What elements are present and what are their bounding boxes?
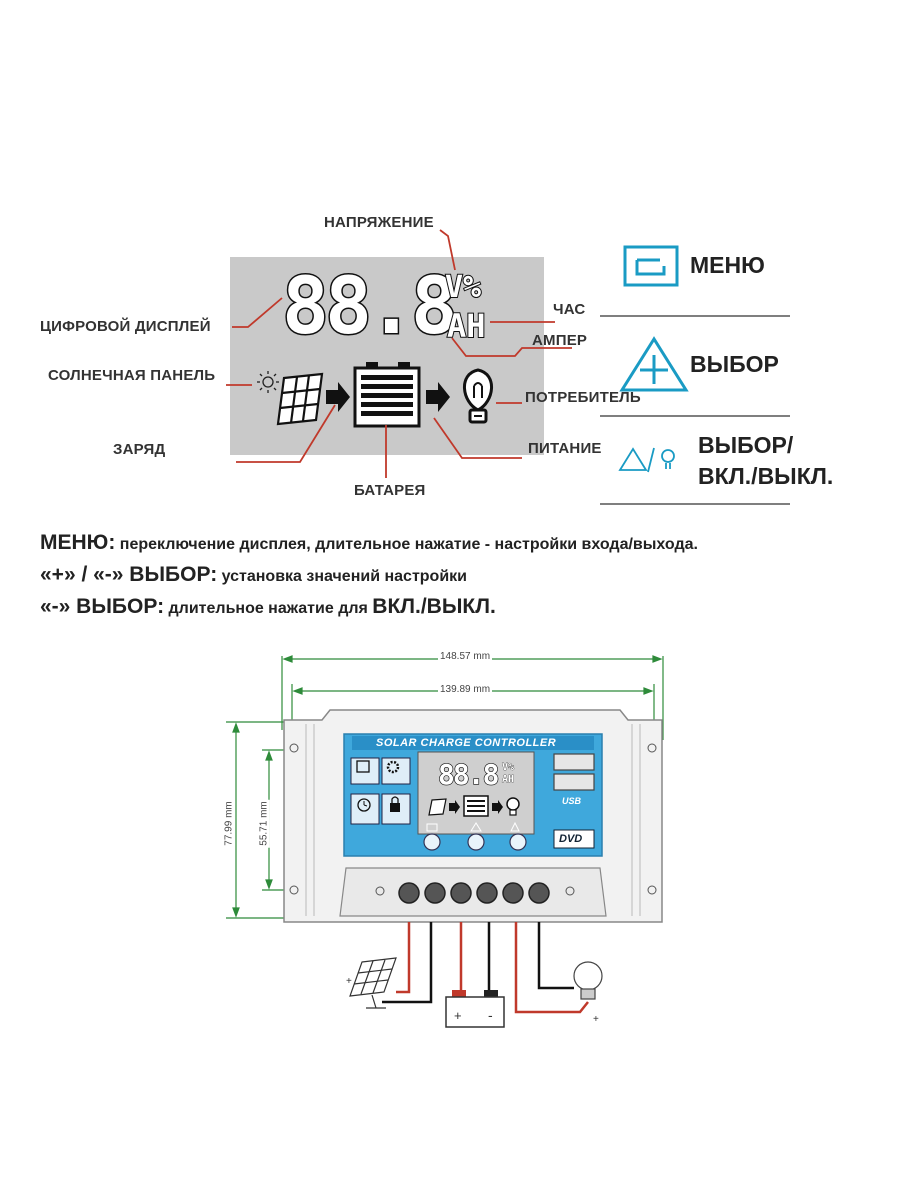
arrow-right-icon [426,382,450,412]
controller-lcd-unit-bottom: AH [502,774,515,786]
controller-title-bar [352,736,594,750]
legend-separators [600,315,790,505]
leader-lines [226,229,572,478]
sun-icon [257,371,279,393]
legend-select-onoff-2: ВКЛ./ВЫКЛ. [698,463,834,489]
label-solar-panel: СОЛНЕЧНАЯ ПАНЕЛЬ [48,367,216,384]
terminal-block [339,867,607,917]
bulb-icon [573,961,603,1000]
bulb-icon [463,368,493,424]
description-line-3: «-» ВЫБОР: длительное нажатие для ВКЛ./В… [40,595,496,619]
select-onoff-icon [618,447,675,473]
description-line-1: МЕНЮ: переключение дисплея, длительное н… [40,531,698,555]
label-consumer: ПОТРЕБИТЕЛЬ [525,389,641,406]
label-ampere: АМПЕР [532,332,588,349]
solar-panel-icon [349,957,397,1009]
controller-mode-icons [350,757,411,825]
controller-buttons [423,821,527,851]
controller-title: SOLAR CHARGE CONTROLLER [376,737,557,749]
description-line-2: «+» / «-» ВЫБОР: установка значений наст… [40,563,467,587]
desc2-key: «+» / «-» ВЫБОР: [40,563,218,586]
solar-panel-icon [276,372,324,426]
label-digital-display: ЦИФРОВОЙ ДИСПЛЕЙ [40,318,211,335]
wires [382,922,589,1014]
legend-menu: МЕНЮ [690,252,765,278]
controller-lcd [417,751,535,835]
label-voltage: НАПРЯЖЕНИЕ [324,214,434,231]
usb-label: USB [562,796,582,806]
battery-icon: + - [445,990,505,1028]
desc3-key: «-» ВЫБОР: [40,595,165,618]
label-charge: ЗАРЯД [113,441,166,458]
controller-drawing: + - + + [226,655,664,1028]
label-power: ПИТАНИЕ [528,440,602,457]
desc3-text: длительное нажатие для [164,600,373,617]
lcd-digits: 88.8 [281,261,460,354]
legend-select-onoff-1: ВЫБОР/ [698,432,794,458]
menu-icon [623,245,679,287]
lcd-unit-top: V% [444,269,482,306]
dimension-inner-width: 139.89 mm [438,684,493,695]
controller-lcd-digits: 88.8 [437,757,500,791]
dimension-inner-height: 55.71 mm [258,799,270,848]
desc2-text: установка значений настройки [217,568,467,585]
top-diagram-graphics [226,229,790,505]
usb-ports [553,753,595,791]
svg-text:+: + [346,976,352,987]
dimension-outer-width: 148.57 mm [438,651,493,662]
brand-label: DVD [559,833,583,845]
battery-icon [353,362,421,428]
svg-text:+: + [454,1008,462,1023]
dimension-outer-height: 77.99 mm [223,799,235,848]
desc1-key: МЕНЮ: [40,531,116,554]
label-hour: ЧАС [553,301,586,318]
select-icon [619,336,689,392]
desc1-text: переключение дисплея, длительное нажатие… [115,536,698,553]
controller-lcd-icons [428,795,520,817]
brand-badge [553,829,595,849]
svg-text:+: + [593,1014,599,1025]
label-battery: БАТАРЕЯ [354,482,426,499]
legend-select: ВЫБОР [690,351,779,377]
desc3-end: ВКЛ./ВЫКЛ. [372,595,496,618]
controller-lcd-unit-top: V% [502,762,515,774]
svg-text:-: - [488,1007,493,1023]
arrow-right-icon [326,382,350,412]
